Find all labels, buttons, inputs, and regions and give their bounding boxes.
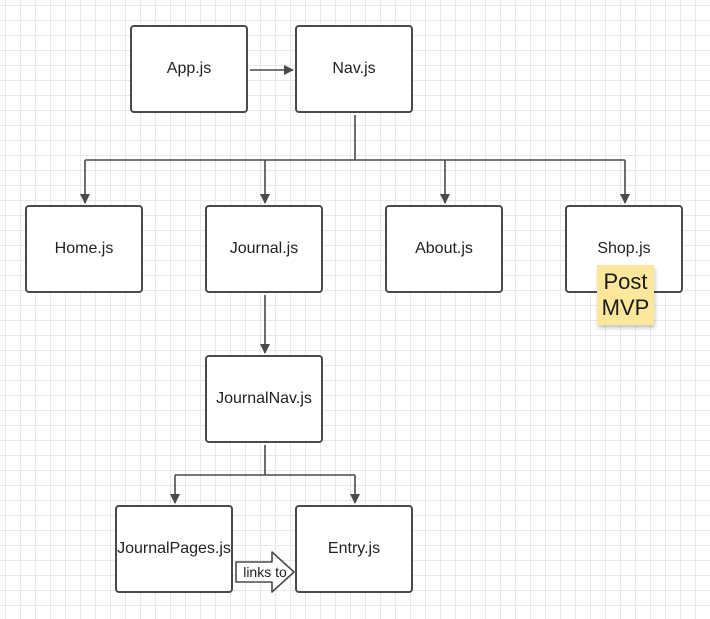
links-to-label: links to — [243, 564, 287, 580]
sticky-note-line-2: MVP — [601, 295, 650, 320]
node-entry[interactable]: Entry.js — [295, 505, 413, 593]
edge-journalnav-split — [175, 445, 355, 476]
node-journal-pages[interactable]: JournalPages.js — [115, 505, 233, 593]
node-about[interactable]: About.js — [385, 205, 503, 293]
sticky-note-post-mvp[interactable]: Post MVP — [597, 265, 654, 325]
node-journal-nav[interactable]: JournalNav.js — [205, 355, 323, 443]
sticky-note-line-1: Post — [603, 269, 648, 294]
node-nav[interactable]: Nav.js — [295, 25, 413, 113]
node-app[interactable]: App.js — [130, 25, 248, 113]
links-to-block-arrow — [235, 551, 295, 593]
node-home[interactable]: Home.js — [25, 205, 143, 293]
node-journal[interactable]: Journal.js — [205, 205, 323, 293]
